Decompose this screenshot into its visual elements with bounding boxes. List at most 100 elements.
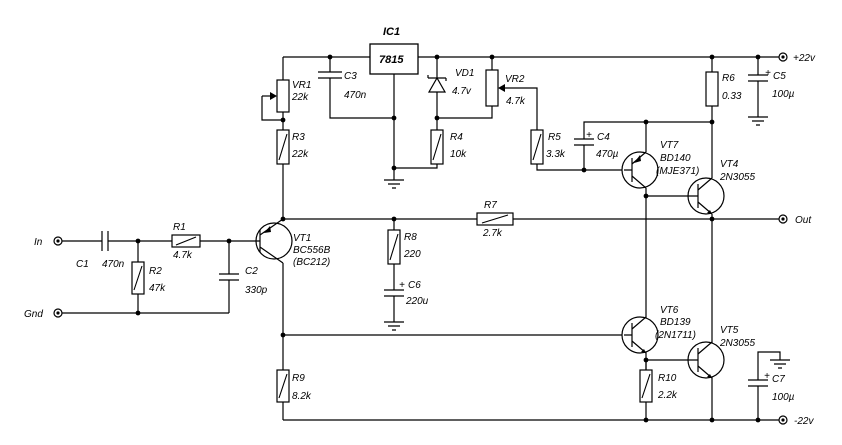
r5-label: R5	[548, 132, 561, 143]
c1-capacitor: C1 470n	[76, 231, 125, 270]
c6-plus: +	[399, 280, 405, 291]
output-label: Out	[795, 215, 812, 226]
vr2-label: VR2	[505, 74, 525, 85]
positive-supply-terminal: +22v	[778, 52, 816, 64]
c5-plus: +	[765, 68, 771, 79]
vt4-part: 2N3055	[719, 172, 755, 183]
c4-plus: +	[586, 130, 592, 141]
r2-resistor: R2 47k	[131, 238, 166, 313]
vd1-label: VD1	[455, 68, 474, 79]
r10-resistor: R10 2.2k	[639, 360, 678, 403]
ground-symbol	[384, 165, 404, 189]
c1-label: C1	[76, 259, 89, 270]
vr2-potentiometer: VR2 4.7k	[434, 69, 538, 130]
vt1-part: BC556B	[293, 245, 331, 256]
negative-supply-label: -22v	[794, 416, 814, 427]
vt5-part: 2N3055	[719, 338, 755, 349]
c7-value: 100µ	[772, 392, 795, 403]
vt6-part-alt: (2N1711)	[655, 330, 696, 341]
vr1-label: VR1	[292, 80, 311, 91]
c5-value: 100µ	[772, 89, 795, 100]
vt4-label: VT4	[720, 159, 739, 170]
vt6-part: BD139	[660, 317, 691, 328]
r8-value: 220	[403, 249, 421, 260]
r3-label: R3	[292, 132, 305, 143]
vd1-value: 4.7v	[452, 86, 472, 97]
r1-resistor: R1 4.7k	[171, 222, 201, 261]
vr2-value: 4.7k	[506, 96, 526, 107]
vt7-part: BD140	[660, 153, 691, 164]
vd1-zener: VD1 4.7v	[427, 68, 474, 130]
vt6-label: VT6	[660, 305, 679, 316]
r4-label: R4	[450, 132, 463, 143]
c3-label: C3	[344, 71, 357, 82]
c2-value: 330p	[245, 285, 268, 296]
r7-label: R7	[484, 200, 497, 211]
r4-resistor: R4 10k	[394, 129, 467, 169]
junction	[434, 54, 440, 60]
gnd-label: Gnd	[24, 309, 43, 320]
r3-value: 22k	[291, 149, 309, 160]
vt7-label: VT7	[660, 140, 679, 151]
junction	[489, 54, 495, 60]
vt5-transistor: VT5 2N3055	[646, 325, 755, 379]
c5-capacitor: + C5 100µ	[748, 68, 795, 126]
vr1-potentiometer: VR1 22k	[261, 79, 311, 130]
ic1-part: 7815	[379, 54, 404, 66]
vt7-transistor: VT7 BD140 (MJE371)	[621, 122, 699, 420]
vt1-part-alt: (BC212)	[293, 257, 330, 268]
r6-value: 0.33	[722, 91, 742, 102]
junction	[709, 54, 715, 60]
r8-label: R8	[404, 232, 417, 243]
c2-label: C2	[245, 266, 258, 277]
r10-label: R10	[658, 373, 677, 384]
c7-plus: +	[764, 371, 770, 382]
c7-capacitor: + C7 100µ	[748, 351, 795, 423]
r8-resistor: R8 220	[387, 219, 421, 290]
vt1-label: VT1	[293, 233, 311, 244]
r7-value: 2.7k	[482, 228, 503, 239]
positive-supply-label: +22v	[793, 53, 816, 64]
ic1-regulator: IC1 7815	[369, 26, 419, 168]
r1-value: 4.7k	[173, 250, 193, 261]
r5-value: 3.3k	[546, 149, 566, 160]
c7-label: C7	[772, 374, 785, 385]
vt7-part-alt: (MJE371)	[656, 166, 699, 177]
c6-label: C6	[408, 280, 421, 291]
vt6-transistor: VT6 BD139 (2N1711)	[621, 305, 696, 363]
c4-label: C4	[597, 132, 610, 143]
r6-resistor: R6 0.33	[705, 71, 742, 122]
vt5-label: VT5	[720, 325, 739, 336]
r1-label: R1	[173, 222, 186, 233]
c5-label: C5	[773, 71, 786, 82]
c1-value: 470n	[102, 259, 125, 270]
ic1-label: IC1	[383, 26, 400, 38]
c3-value: 470n	[344, 90, 367, 101]
r2-label: R2	[149, 266, 162, 277]
input-terminal: In	[34, 236, 260, 248]
c4-value: 470µ	[596, 149, 619, 160]
c6-value: 220u	[405, 296, 429, 307]
r4-value: 10k	[450, 149, 467, 160]
r9-label: R9	[292, 373, 305, 384]
output-rail: Out	[280, 214, 812, 226]
junction	[327, 54, 333, 60]
vt4-transistor: VT4 2N3055	[646, 122, 755, 420]
r10-value: 2.2k	[657, 390, 678, 401]
r9-value: 8.2k	[292, 391, 312, 402]
top-rail	[282, 54, 780, 80]
vr1-value: 22k	[291, 92, 309, 103]
r6-label: R6	[722, 73, 735, 84]
gnd-terminal: Gnd	[24, 308, 229, 320]
c2-capacitor: C2 330p	[219, 238, 268, 313]
c6-capacitor: + C6 220u	[384, 280, 429, 331]
c4-capacitor: + C4 470µ	[574, 119, 715, 170]
r2-value: 47k	[149, 283, 166, 294]
c3-capacitor: C3 470n	[318, 71, 397, 121]
r3-resistor: R3 22k	[276, 129, 309, 219]
r5-resistor: R5 3.3k	[530, 129, 624, 173]
r9-resistor: R9 8.2k	[276, 369, 312, 420]
bottom-rail: -22v	[283, 415, 814, 427]
